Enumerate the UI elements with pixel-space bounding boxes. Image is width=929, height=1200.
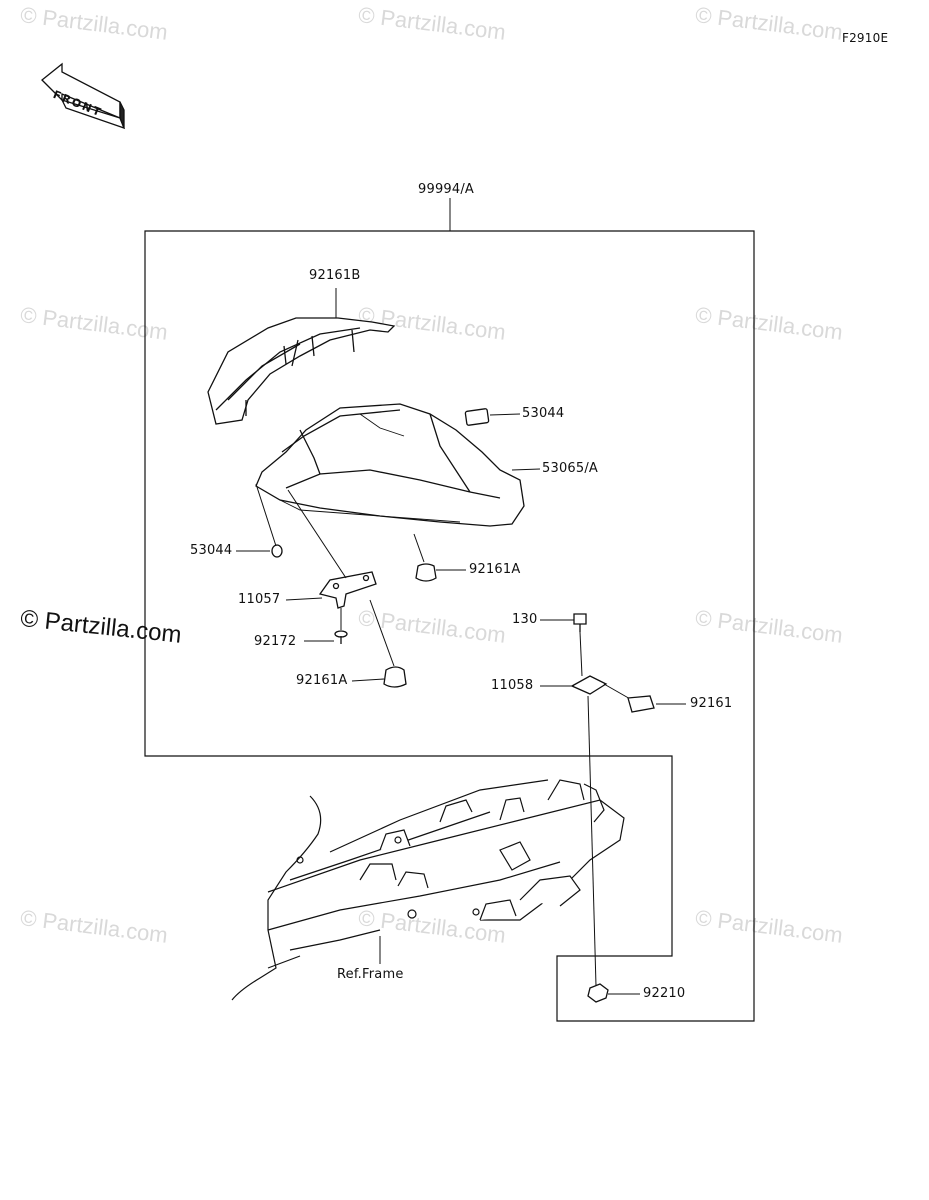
bracket-11058 bbox=[570, 675, 608, 695]
part-label-130: 130 bbox=[512, 612, 538, 627]
part-label-92161B: 92161B bbox=[309, 268, 361, 283]
bracket-11057 bbox=[318, 571, 377, 609]
frame-label: Ref.Frame bbox=[337, 967, 404, 982]
nut-92210 bbox=[587, 983, 609, 1003]
part-label-92172: 92172 bbox=[254, 634, 297, 649]
seat-cowl-53065A bbox=[255, 403, 525, 527]
damper-92161A-lower bbox=[383, 666, 407, 688]
bolt-130 bbox=[573, 613, 587, 677]
screw-92172 bbox=[334, 608, 348, 644]
part-label-92161A-bottom: 92161A bbox=[296, 673, 348, 688]
damper-92161A bbox=[415, 563, 437, 582]
part-label-53044-left: 53044 bbox=[190, 543, 233, 558]
part-label-11057: 11057 bbox=[238, 592, 281, 607]
assembly-label: 99994/A bbox=[418, 182, 475, 197]
part-label-92161: 92161 bbox=[690, 696, 733, 711]
part-label-92161A-right: 92161A bbox=[469, 562, 521, 577]
damper-block-92161 bbox=[627, 695, 655, 713]
front-arrow-icon bbox=[41, 62, 126, 130]
trim-piece-92161B bbox=[207, 317, 396, 425]
rubber-block-53044 bbox=[464, 408, 490, 426]
part-label-53044-top: 53044 bbox=[522, 406, 565, 421]
grommet-53044 bbox=[271, 544, 283, 558]
assembly-bracket bbox=[144, 230, 755, 1022]
frame-ref bbox=[231, 779, 625, 1001]
part-label-92210: 92210 bbox=[643, 986, 686, 1001]
part-label-53065A: 53065/A bbox=[542, 461, 599, 476]
figure-code: F2910E bbox=[842, 31, 889, 45]
part-label-11058: 11058 bbox=[491, 678, 534, 693]
